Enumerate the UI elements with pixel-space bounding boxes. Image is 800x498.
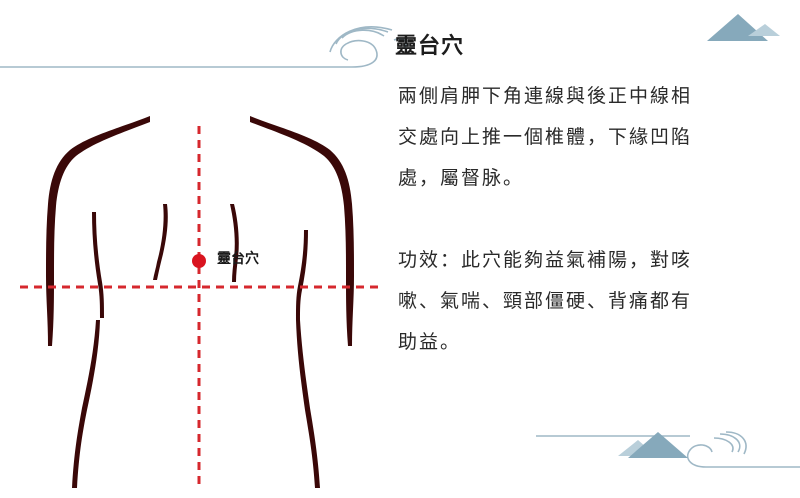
acupoint-marker bbox=[192, 254, 206, 268]
top-mountain-decoration bbox=[707, 14, 780, 41]
guide-lines bbox=[20, 126, 382, 490]
function-line: 嗽、氣喘、頸部僵硬、背痛都有 bbox=[398, 290, 693, 312]
acupoint-marker-label: 靈台穴 bbox=[217, 251, 259, 267]
body-outline bbox=[46, 116, 354, 488]
location-line: 交處向上推一個椎體，下緣凹陷 bbox=[398, 126, 693, 148]
location-line: 處，屬督脉。 bbox=[398, 167, 525, 189]
bottom-mountain-decoration bbox=[618, 432, 688, 458]
paragraph-gap bbox=[398, 199, 743, 240]
function-line: 助益。 bbox=[398, 331, 462, 353]
top-wave-decoration bbox=[0, 26, 408, 68]
bottom-wave-decoration bbox=[536, 431, 800, 468]
description-block: 兩側肩胛下角連線與後正中線相 交處向上推一個椎體，下緣凹陷 處，屬督脉。 功效：… bbox=[398, 76, 743, 363]
function-line: 功效：此穴能夠益氣補陽，對咳 bbox=[398, 249, 693, 271]
page-title: 靈台穴 bbox=[395, 34, 465, 59]
location-line: 兩側肩胛下角連線與後正中線相 bbox=[398, 85, 693, 107]
